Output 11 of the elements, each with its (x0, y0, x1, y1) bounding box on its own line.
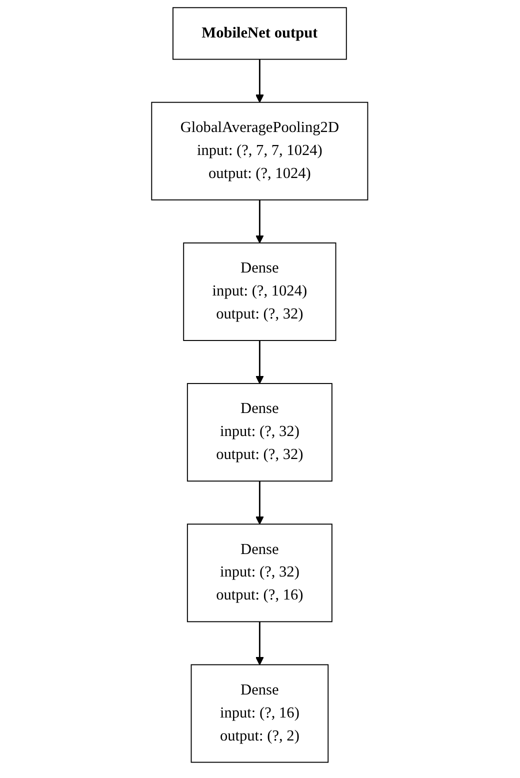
node-box: Dense input: (?, 1024) output: (?, 32) (183, 242, 337, 341)
node-box: GlobalAveragePooling2D input: (?, 7, 7, 1024) output: (?, 1024) (151, 102, 368, 200)
node-box: Dense input: (?, 16) output: (?, 2) (191, 664, 329, 763)
node-box: Dense input: (?, 32) output: (?, 32) (187, 383, 333, 482)
arrow (256, 59, 264, 103)
arrow (256, 200, 264, 244)
node-box: Dense input: (?, 32) output: (?, 16) (187, 524, 333, 622)
arrow (256, 622, 264, 666)
arrow (256, 481, 264, 525)
arrow (256, 340, 264, 384)
node-box: MobileNet output (172, 7, 348, 60)
